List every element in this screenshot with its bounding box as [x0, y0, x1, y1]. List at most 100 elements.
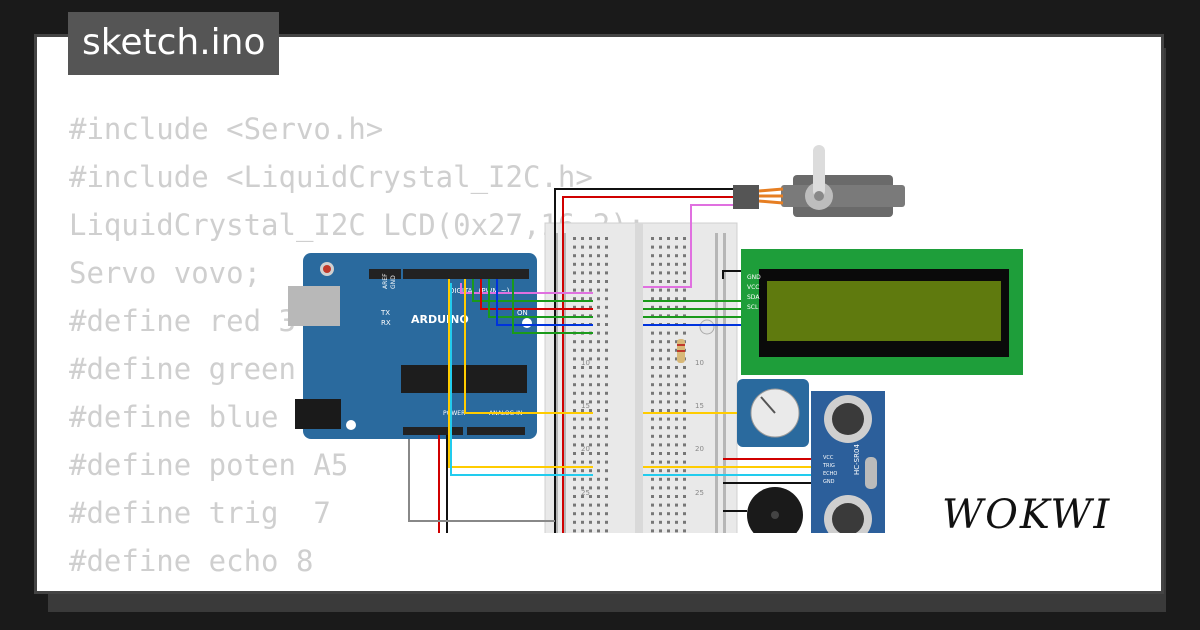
breadboard-hole	[683, 520, 686, 524]
breadboard-hole	[573, 254, 576, 258]
breadboard-hole	[659, 331, 662, 335]
breadboard-hole	[683, 443, 686, 447]
breadboard-hole	[573, 417, 576, 421]
breadboard-hole	[667, 434, 670, 438]
breadboard-hole	[659, 486, 662, 490]
breadboard-hole	[675, 348, 678, 352]
breadboard-hole	[675, 443, 678, 447]
breadboard-hole	[597, 391, 600, 395]
breadboard-hole	[683, 305, 686, 309]
breadboard-hole	[605, 409, 608, 412]
breadboard-hole	[651, 520, 654, 524]
breadboard-hole	[581, 348, 584, 352]
breadboard-hole	[589, 486, 592, 490]
breadboard-hole	[605, 503, 608, 507]
breadboard-hole	[683, 245, 686, 249]
breadboard-hole	[605, 400, 608, 404]
breadboard-hole	[573, 340, 576, 344]
breadboard-hole	[589, 374, 592, 378]
breadboard-hole	[659, 237, 662, 240]
breadboard-hole	[581, 357, 584, 361]
breadboard-hole	[675, 297, 678, 301]
breadboard-hole	[667, 271, 670, 275]
breadboard-hole	[675, 400, 678, 404]
code-line: #define echo 8	[69, 544, 314, 578]
breadboard-hole	[589, 288, 592, 292]
code-line: #define blue 6	[69, 400, 314, 434]
breadboard-hole	[597, 409, 600, 412]
ultrasonic-sensor: HC-SR04 VCC TRIG ECHO GND	[811, 391, 885, 533]
breadboard-hole	[667, 460, 670, 464]
wokwi-logo: WOKWI	[942, 492, 1112, 538]
breadboard-hole	[605, 374, 608, 378]
bb-row-label: 10	[695, 359, 704, 367]
breadboard-hole	[597, 348, 600, 352]
breadboard-hole	[667, 288, 670, 292]
breadboard-hole	[683, 280, 686, 283]
breadboard-hole	[573, 271, 576, 275]
breadboard-hole	[589, 262, 592, 266]
breadboard-hole	[675, 340, 678, 344]
breadboard-hole	[675, 254, 678, 258]
breadboard-hole	[605, 245, 608, 249]
breadboard-hole	[581, 452, 584, 455]
breadboard-hole	[659, 512, 662, 516]
breadboard-hole	[573, 409, 576, 412]
breadboard-hole	[581, 503, 584, 507]
lcd-display: GND VCC SDA SCL	[741, 249, 1023, 375]
breadboard-hole	[605, 512, 608, 516]
breadboard-hole	[581, 460, 584, 464]
breadboard-hole	[597, 486, 600, 490]
breadboard-hole	[597, 254, 600, 258]
breadboard-hole	[573, 495, 576, 498]
breadboard-hole	[581, 400, 584, 404]
breadboard-hole	[605, 477, 608, 481]
breadboard-hole	[683, 271, 686, 275]
breadboard-hole	[581, 443, 584, 447]
breadboard-hole	[651, 262, 654, 266]
circuit-diagram: 10 10 15 15 20 20 25 25 30 30 DIGITAL (P	[288, 145, 1023, 533]
breadboard-hole	[667, 348, 670, 352]
code-line: #define poten A5	[69, 448, 349, 482]
breadboard-hole	[573, 443, 576, 447]
breadboard-hole	[667, 305, 670, 309]
breadboard-hole	[573, 305, 576, 309]
breadboard-hole	[573, 426, 576, 430]
bb-row-label: 20	[695, 445, 704, 453]
breadboard-hole	[659, 297, 662, 301]
breadboard-hole	[659, 391, 662, 395]
breadboard-hole	[659, 520, 662, 524]
bb-row-label: 25	[581, 489, 590, 497]
breadboard-hole	[573, 366, 576, 369]
breadboard-hole	[573, 503, 576, 507]
breadboard-hole	[573, 383, 576, 387]
potentiometer	[737, 379, 809, 447]
breadboard-hole	[597, 512, 600, 516]
us-pin-label: GND	[823, 479, 835, 485]
breadboard-hole	[683, 391, 686, 395]
breadboard-hole	[683, 254, 686, 258]
breadboard-hole	[605, 288, 608, 292]
breadboard-hole	[675, 512, 678, 516]
breadboard-hole	[675, 417, 678, 421]
breadboard-hole	[597, 434, 600, 438]
breadboard-hole	[659, 280, 662, 283]
breadboard-hole	[581, 374, 584, 378]
breadboard-hole	[597, 366, 600, 369]
breadboard-hole	[667, 495, 670, 498]
breadboard-hole	[605, 520, 608, 524]
breadboard-hole	[659, 288, 662, 292]
breadboard-hole	[675, 391, 678, 395]
breadboard-hole	[683, 409, 686, 412]
breadboard-hole	[651, 469, 654, 473]
breadboard-hole	[659, 529, 662, 533]
breadboard-hole	[675, 280, 678, 283]
breadboard-hole	[581, 529, 584, 533]
breadboard-hole	[675, 314, 678, 318]
hc-sr04-label: HC-SR04	[853, 444, 861, 475]
breadboard-hole	[581, 366, 584, 369]
breadboard-hole	[581, 434, 584, 438]
breadboard-hole	[683, 434, 686, 438]
breadboard-hole	[683, 366, 686, 369]
breadboard-hole	[651, 383, 654, 387]
